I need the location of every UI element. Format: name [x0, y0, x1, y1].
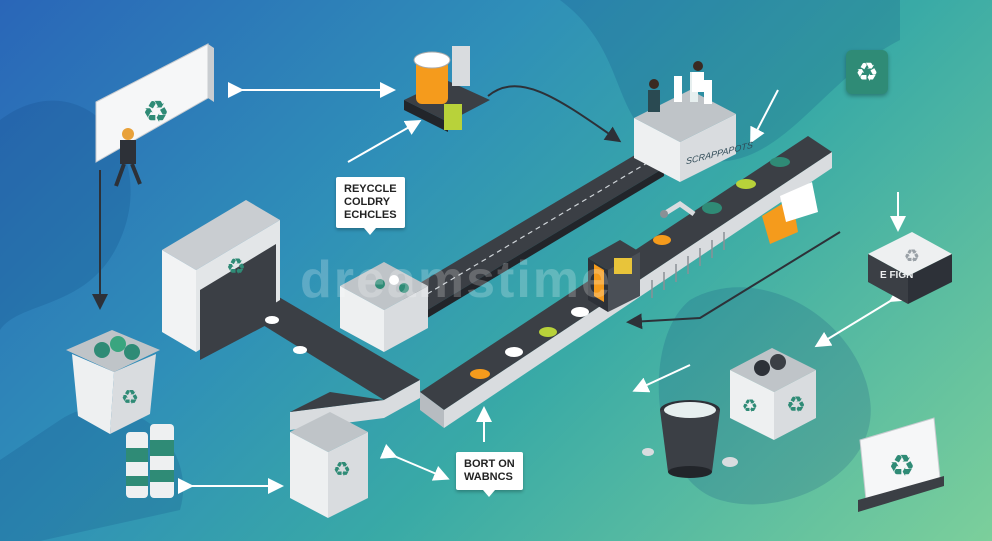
collection-column: ♻ [290, 412, 368, 518]
callout-line: COLDRY [344, 196, 391, 208]
paper-chute [762, 182, 818, 244]
sorting-gate: ♻ [162, 200, 280, 360]
processing-box [634, 61, 736, 182]
barrels [126, 424, 174, 498]
left-recycle-bin: ♻ [66, 330, 160, 434]
dropoff-box [340, 262, 428, 352]
whiteboard-recycle-icon: ♻ [143, 96, 170, 129]
svg-text:♻: ♻ [786, 392, 806, 417]
upper-conveyor [398, 152, 664, 320]
callout-sort: BORT ON WABNCS [456, 452, 523, 497]
trash-can [642, 400, 738, 478]
recycle-whiteboard: ♻ [95, 43, 214, 187]
callout-line: WABNCS [464, 471, 513, 483]
watermark: dreamstime [300, 251, 612, 309]
callout-line: ECHCLES [344, 209, 397, 221]
recycle-badge-icon: ♻ [846, 50, 888, 94]
robotic-arm [660, 200, 696, 218]
right-sign-label: E FIGN [880, 270, 914, 281]
right-recycle-crate: ♻ ♻ [730, 348, 816, 440]
scanner-machine [588, 240, 640, 312]
conveyor-grille [651, 232, 725, 298]
right-sign-box: ♻ [868, 232, 952, 304]
callout-line: REYCCLE [344, 183, 397, 195]
gate-recycle-icon: ♻ [226, 254, 246, 279]
svg-text:♻: ♻ [904, 246, 920, 266]
bucket-machine [404, 46, 490, 132]
conveyor-items [265, 157, 790, 379]
svg-text:♻: ♻ [333, 459, 351, 481]
svg-text:♻: ♻ [742, 396, 758, 416]
svg-text:♻: ♻ [889, 450, 916, 483]
svg-text:♻: ♻ [121, 387, 139, 409]
callout-line: BORT ON [464, 458, 515, 470]
dark-flow-arrows [92, 85, 841, 330]
recycle-easel: ♻ [858, 417, 944, 512]
flow-arrows [178, 82, 907, 494]
callout-recycle: REYCCLE COLDRY ECHCLES [336, 177, 405, 235]
